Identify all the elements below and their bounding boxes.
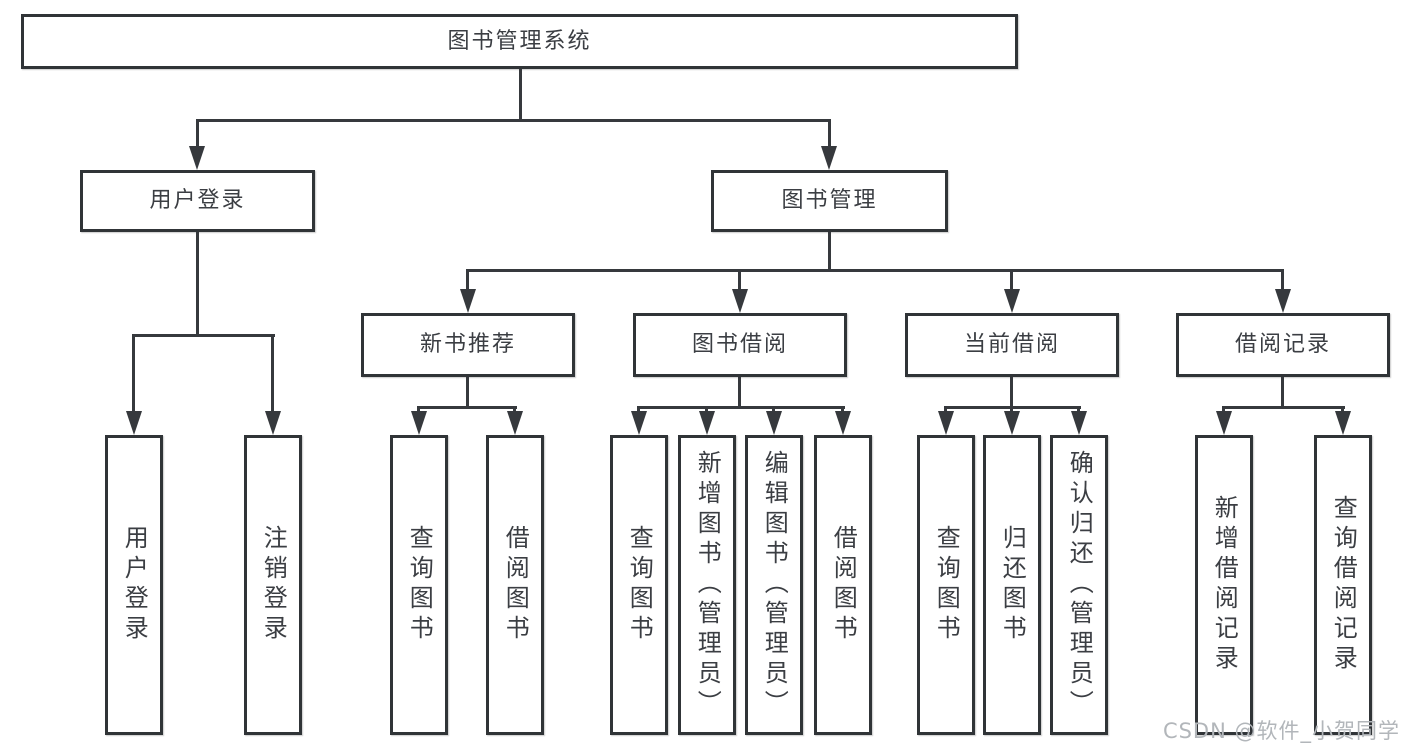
connector-to-book-management: [828, 119, 831, 149]
connector-to-leaf-user-login: [132, 334, 135, 414]
node-leaf-query-books-2: 查询图书: [610, 435, 668, 735]
arrowhead-leaf-query-books-1: [411, 411, 427, 435]
arrowhead-leaf-borrow-books-2: [835, 411, 851, 435]
arrowhead-current-borrowing: [1004, 289, 1020, 313]
node-leaf-edit-books-admin: 编辑图书（管理员）: [745, 435, 803, 735]
arrowhead-leaf-add-books: [699, 411, 715, 435]
node-label: 新增图书（管理员）: [693, 450, 722, 720]
connector-leaf-stem: [513, 406, 516, 414]
node-leaf-confirm-return-admin: 确认归还（管理员）: [1050, 435, 1108, 735]
connector-new-book-bar: [417, 406, 517, 409]
connector-book-borrowing-bar: [637, 406, 845, 409]
connector-level3-bar: [466, 269, 1284, 272]
arrowhead-leaf-borrow-books-1: [507, 411, 523, 435]
arrowhead-leaf-add-record: [1216, 411, 1232, 435]
node-book-management-branch: 图书管理: [711, 170, 948, 232]
connector-leaf-stem: [944, 406, 947, 414]
connector-leaf-stem: [417, 406, 420, 414]
node-leaf-borrow-books-1: 借阅图书: [486, 435, 544, 735]
connector-to-user-login: [196, 119, 199, 149]
node-leaf-user-login: 用户登录: [105, 435, 163, 735]
connector-current-borrowing-stem: [1010, 377, 1013, 409]
node-library-management-system: 图书管理系统: [21, 14, 1018, 69]
arrowhead-book-borrowing: [732, 289, 748, 313]
node-borrowing-records: 借阅记录: [1176, 313, 1390, 377]
connector-leaf-stem: [637, 406, 640, 414]
arrowhead-leaf-confirm-return: [1071, 411, 1087, 435]
node-label: 查询图书: [405, 525, 434, 645]
connector-leaf-stem: [1341, 406, 1344, 414]
node-leaf-logout: 注销登录: [244, 435, 302, 735]
arrowhead-leaf-query-books-2: [631, 411, 647, 435]
node-label: 新书推荐: [419, 332, 516, 357]
connector-root-bar: [196, 119, 831, 122]
node-label: 查询图书: [625, 525, 654, 645]
connector-new-book-stem: [466, 377, 469, 409]
node-leaf-query-borrow-record: 查询借阅记录: [1314, 435, 1372, 735]
connector-to-leaf-logout: [271, 334, 274, 414]
connector-leaf-stem: [705, 406, 708, 414]
node-leaf-query-books-3: 查询图书: [917, 435, 975, 735]
connector-leaf-stem: [1010, 406, 1013, 414]
arrowhead-new-book: [460, 289, 476, 313]
node-book-borrowing: 图书借阅: [633, 313, 847, 377]
connector-borrowing-records-bar: [1222, 406, 1345, 409]
node-label: 图书管理: [781, 188, 878, 213]
node-label: 归还图书: [998, 525, 1027, 645]
connector-leaf-stem: [1222, 406, 1225, 414]
connector-to-current-borrowing: [1010, 269, 1013, 292]
connector-to-new-book: [466, 269, 469, 292]
node-label: 借阅图书: [829, 525, 858, 645]
node-user-login-branch: 用户登录: [80, 170, 315, 232]
node-label: 当前借阅: [963, 332, 1060, 357]
arrowhead-leaf-query-record: [1335, 411, 1351, 435]
node-label: 图书管理系统: [447, 28, 592, 54]
arrowhead-leaf-logout: [265, 411, 281, 435]
connector-root-stem: [519, 69, 522, 122]
node-leaf-query-books-1: 查询图书: [390, 435, 448, 735]
connector-user-login-stem: [196, 232, 199, 336]
watermark: CSDN @软件_小贺同学: [1162, 719, 1400, 743]
node-new-book-recommendation: 新书推荐: [361, 313, 575, 377]
node-leaf-borrow-books-2: 借阅图书: [814, 435, 872, 735]
arrowhead-book-management: [821, 146, 837, 170]
node-label: 用户登录: [120, 525, 149, 645]
connector-leaf-stem: [772, 406, 775, 414]
arrowhead-leaf-query-books-3: [938, 411, 954, 435]
connector-leaf-stem: [841, 406, 844, 414]
connector-to-borrowing-records: [1281, 269, 1284, 292]
connector-book-borrowing-stem: [738, 377, 741, 409]
arrowhead-user-login: [189, 146, 205, 170]
node-label: 新增借阅记录: [1210, 495, 1239, 675]
connector-book-management-stem: [828, 232, 831, 272]
node-label: 借阅图书: [501, 525, 530, 645]
node-label: 注销登录: [259, 525, 288, 645]
connector-to-book-borrowing: [738, 269, 741, 292]
node-label: 用户登录: [149, 188, 246, 213]
arrowhead-leaf-edit-books: [766, 411, 782, 435]
node-label: 编辑图书（管理员）: [760, 450, 789, 720]
node-leaf-add-borrow-record: 新增借阅记录: [1195, 435, 1253, 735]
arrowhead-borrowing-records: [1275, 289, 1291, 313]
node-label: 查询借阅记录: [1329, 495, 1358, 675]
node-label: 确认归还（管理员）: [1065, 450, 1094, 720]
arrowhead-leaf-user-login: [126, 411, 142, 435]
connector-borrowing-records-stem: [1281, 377, 1284, 409]
connector-user-login-bar: [132, 334, 275, 337]
node-label: 查询图书: [932, 525, 961, 645]
node-leaf-return-books: 归还图书: [983, 435, 1041, 735]
node-leaf-add-books-admin: 新增图书（管理员）: [678, 435, 736, 735]
node-label: 借阅记录: [1234, 332, 1331, 357]
connector-leaf-stem: [1077, 406, 1080, 414]
arrowhead-leaf-return-books: [1004, 411, 1020, 435]
node-current-borrowing: 当前借阅: [905, 313, 1119, 377]
node-label: 图书借阅: [691, 332, 788, 357]
